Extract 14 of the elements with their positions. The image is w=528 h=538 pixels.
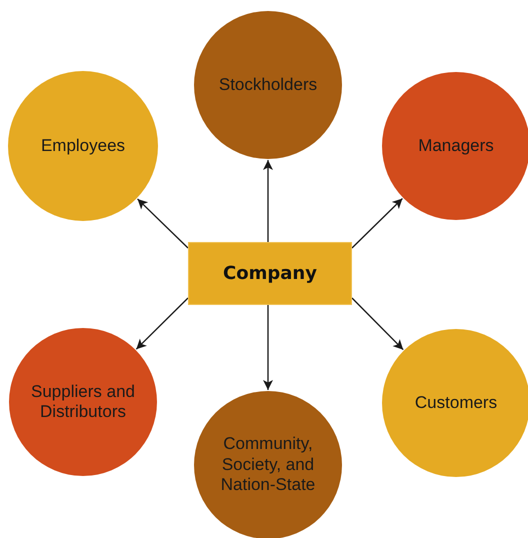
company-box — [188, 242, 352, 305]
node-label: Employees — [40, 136, 126, 156]
arrow — [137, 198, 188, 248]
arrow — [263, 160, 273, 242]
node-label: Stockholders — [218, 74, 318, 96]
arrow — [263, 305, 273, 390]
node-label: Community, Society, and Nation-State — [220, 434, 316, 496]
arrow — [352, 298, 404, 350]
node-label: Suppliers and Distributors — [30, 382, 136, 422]
node-label: Customers — [414, 392, 498, 414]
node-label: Managers — [418, 136, 494, 156]
arrow — [352, 198, 403, 248]
node-label: Company — [223, 262, 317, 284]
arrow — [136, 298, 188, 350]
